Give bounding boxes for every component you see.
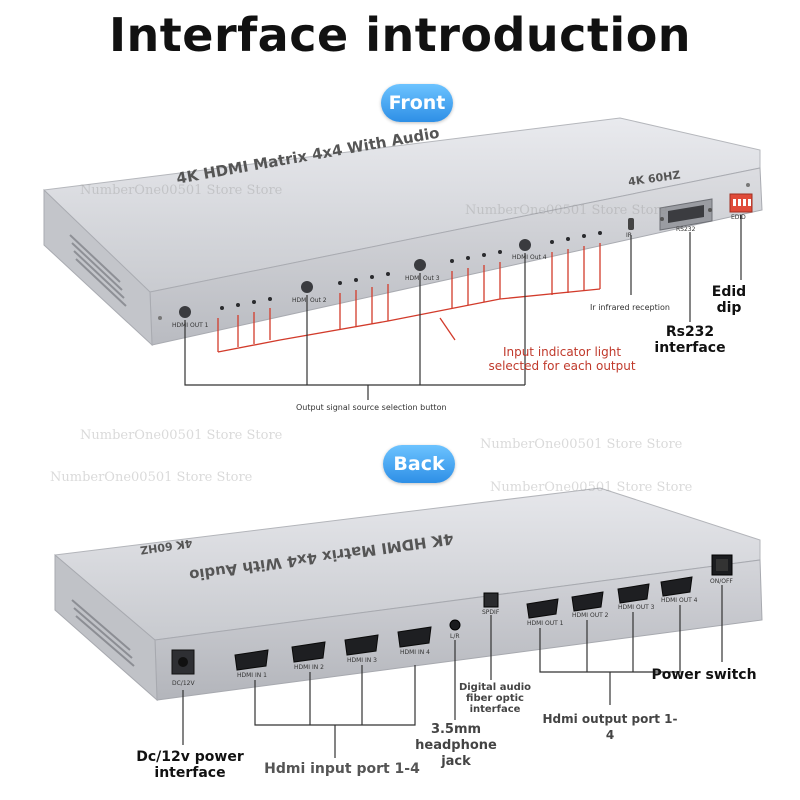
back-device	[54, 487, 763, 702]
label-rs232-interface: Rs232 interface	[654, 324, 726, 356]
front-out2-text: HDMI Out 2	[292, 297, 327, 304]
front-rs232-port	[659, 198, 713, 231]
label-optical: Digital audio fiber optic interface	[458, 682, 532, 715]
front-out2-button	[301, 281, 313, 293]
page-title: Interface introduction	[108, 8, 692, 62]
label-hdmi-output: Hdmi output port 1-4	[542, 712, 678, 742]
back-in3-text: HDMI IN 3	[347, 657, 377, 664]
back-in4-text: HDMI IN 4	[400, 649, 430, 656]
front-out1-text: HDMI OUT 1	[172, 322, 209, 329]
label-hdmi-input: Hdmi input port 1-4	[264, 761, 420, 777]
back-hdmi-outputs	[526, 576, 693, 619]
front-section-badge: Front	[381, 84, 453, 122]
front-ir-window	[628, 218, 634, 230]
label-headphone-jack: 3.5mm headphone jack	[415, 722, 497, 769]
watermark: NumberOne00501 Store Store	[80, 428, 283, 443]
back-out1-text: HDMI OUT 1	[527, 620, 564, 627]
back-optical-text: SPDIF	[482, 609, 500, 616]
label-output-button: Output signal source selection button	[296, 403, 447, 412]
back-side-vents	[71, 599, 135, 667]
back-dc-text: DC/12V	[172, 680, 195, 687]
back-in2-text: HDMI IN 2	[294, 664, 324, 671]
back-headphone-jack	[449, 619, 461, 631]
watermark: NumberOne00501 Store Store	[465, 203, 668, 218]
back-hdmi-inputs	[234, 626, 432, 671]
label-edid-dip: Edid dip	[711, 284, 747, 316]
front-side-vents	[69, 234, 127, 307]
front-edid-dip	[729, 193, 753, 213]
back-out2-text: HDMI OUT 2	[572, 612, 609, 619]
back-out4-text: HDMI OUT 4	[661, 597, 698, 604]
back-out3-text: HDMI OUT 3	[618, 604, 655, 611]
front-out4-text: HDMI Out 4	[512, 254, 547, 261]
label-power-switch: Power switch	[651, 667, 757, 683]
watermark: NumberOne00501 Store Store	[50, 470, 253, 485]
front-rs232-text: RS232	[676, 226, 696, 233]
back-lr-text: L/R	[450, 633, 460, 640]
front-out3-button	[414, 259, 426, 271]
front-edid-text: EDID	[731, 214, 746, 221]
watermark: NumberOne00501 Store Store	[80, 183, 283, 198]
input-indicator-arrows	[217, 243, 601, 353]
front-device	[43, 117, 763, 347]
back-dc-jack	[171, 649, 195, 675]
front-out1-button	[179, 306, 191, 318]
back-section-badge: Back	[383, 445, 455, 483]
front-out3-text: HDMI Out 3	[405, 275, 440, 282]
back-annotations	[182, 585, 723, 758]
watermark: NumberOne00501 Store Store	[490, 480, 693, 495]
watermark: NumberOne00501 Store Store	[480, 437, 683, 452]
label-input-indicator: Input indicator light selected for each …	[488, 345, 636, 373]
front-annotations	[184, 215, 742, 400]
back-optical-port	[483, 592, 499, 608]
label-ir-reception: Ir infrared reception	[590, 303, 670, 312]
front-ir-text: IR	[626, 232, 632, 239]
front-out4-button	[519, 239, 531, 251]
back-in1-text: HDMI IN 1	[237, 672, 267, 679]
output-button-lines	[184, 253, 526, 400]
label-dc-power: Dc/12v power interface	[136, 749, 244, 781]
back-power-switch	[711, 554, 733, 576]
back-onoff-text: ON/OFF	[710, 578, 733, 585]
front-leds	[220, 231, 602, 310]
